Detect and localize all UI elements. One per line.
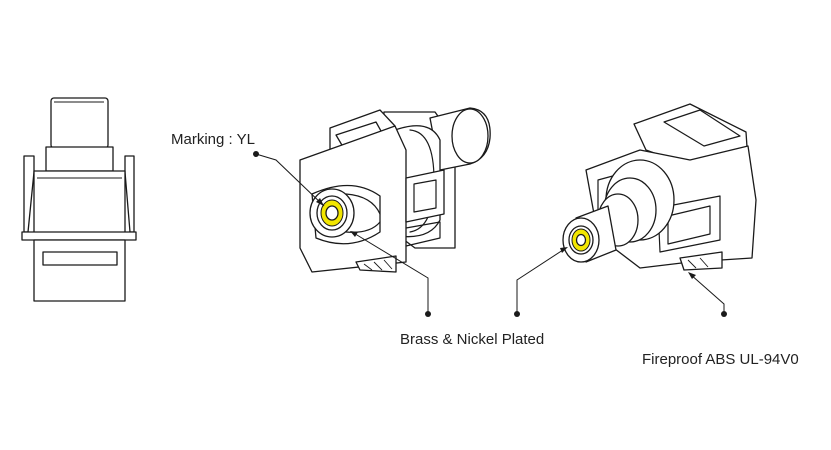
leader-lines <box>253 151 727 317</box>
side-view-connector <box>21 97 137 302</box>
label-brass-nickel: Brass & Nickel Plated <box>400 331 545 348</box>
label-fireproof-abs: Fireproof ABS UL-94V0 <box>642 351 799 368</box>
rear-view-connector <box>562 103 757 271</box>
label-marking: Marking : YL <box>171 131 255 148</box>
front-view-connector <box>299 107 491 273</box>
